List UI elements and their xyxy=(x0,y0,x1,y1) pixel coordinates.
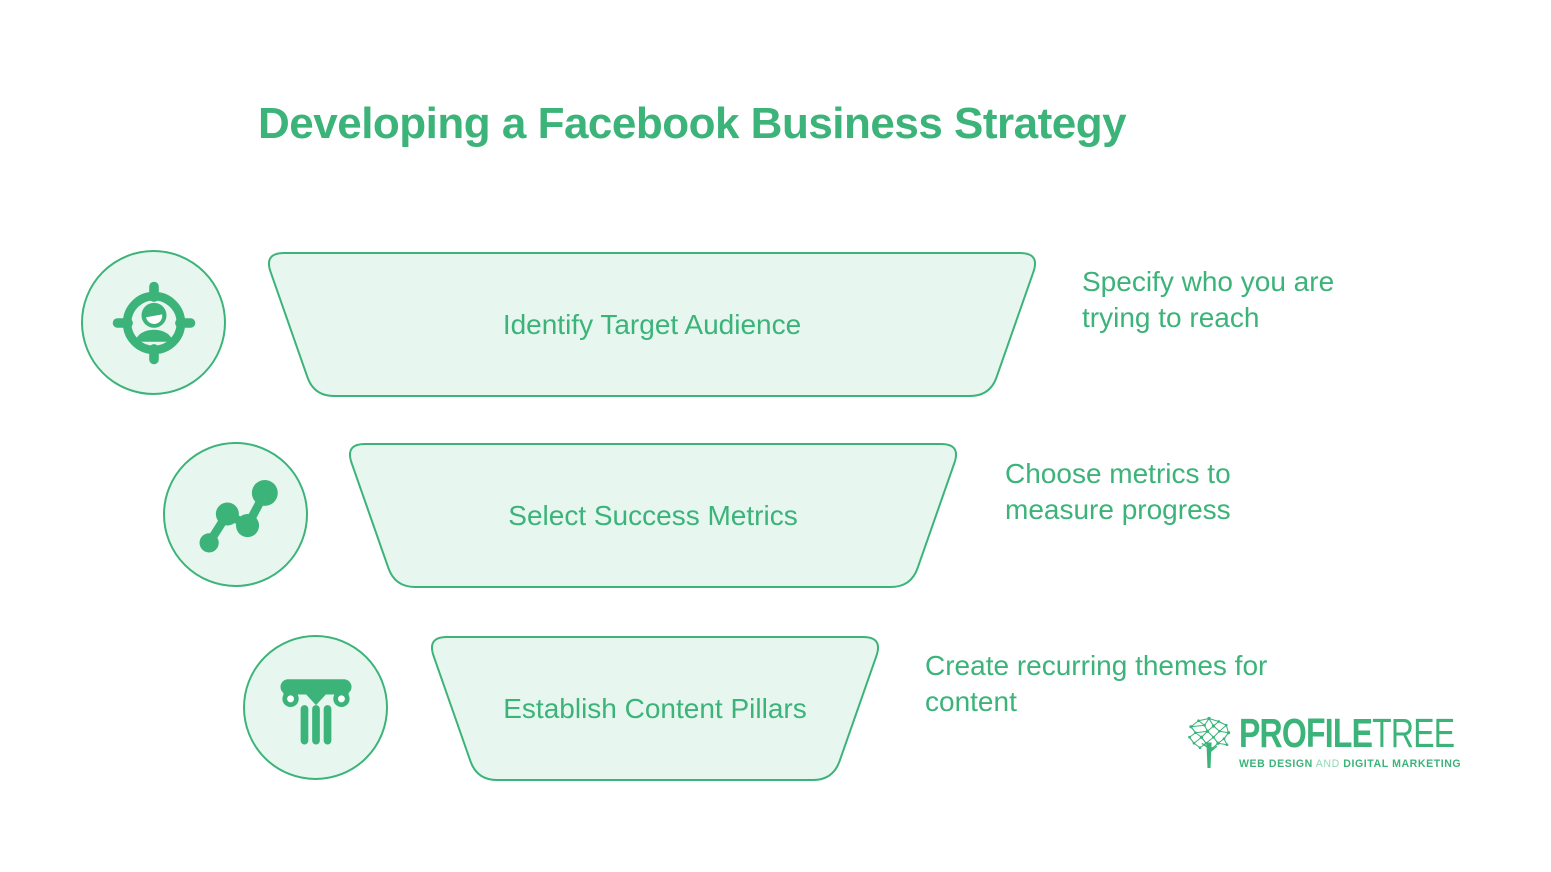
step2-funnel-shape: Select Success Metrics xyxy=(344,443,962,588)
step1-description: Specify who you are trying to reach xyxy=(1082,266,1335,333)
step3-description: Create recurring themes for content xyxy=(925,650,1268,717)
wordmark-profile: PROFILE xyxy=(1239,710,1373,756)
tagline-and: AND xyxy=(1312,758,1344,770)
tagline-web-design: WEB DESIGN xyxy=(1239,758,1313,770)
tagline-digital-marketing: DIGITAL MARKETING xyxy=(1343,758,1462,770)
logo-tagline: WEB DESIGN AND DIGITAL MARKETING xyxy=(1239,758,1461,770)
step2-description: Choose metrics to measure progress xyxy=(1005,458,1231,525)
funnel-trapezoid xyxy=(348,443,958,588)
step2-label: Select Success Metrics xyxy=(508,499,798,531)
step3-label: Establish Content Pillars xyxy=(503,692,807,724)
funnel-trapezoid xyxy=(267,252,1037,397)
wordmark-tree: TREE xyxy=(1372,710,1455,756)
step3-funnel-shape: Establish Content Pillars xyxy=(426,636,884,781)
target-audience-icon xyxy=(112,281,195,364)
page-title: Developing a Facebook Business Strategy xyxy=(258,99,1127,148)
content-pillar-icon xyxy=(279,678,352,744)
step1-icon-circle xyxy=(81,250,226,395)
step3-icon-circle xyxy=(243,635,388,780)
step1-funnel-shape: Identify Target Audience xyxy=(263,252,1041,397)
step1-label: Identify Target Audience xyxy=(502,308,802,340)
brand-logo: PROFILETREE WEB DESIGN AND DIGITAL MARKE… xyxy=(1183,712,1461,787)
funnel-trapezoid xyxy=(430,636,880,781)
logo-wordmark: PROFILETREE xyxy=(1239,710,1455,756)
metrics-trend-icon xyxy=(199,479,278,552)
logo-text-block: PROFILETREE WEB DESIGN AND DIGITAL MARKE… xyxy=(1239,712,1515,772)
step2-icon-circle xyxy=(163,442,308,587)
profiletree-tree-icon xyxy=(1188,716,1231,768)
